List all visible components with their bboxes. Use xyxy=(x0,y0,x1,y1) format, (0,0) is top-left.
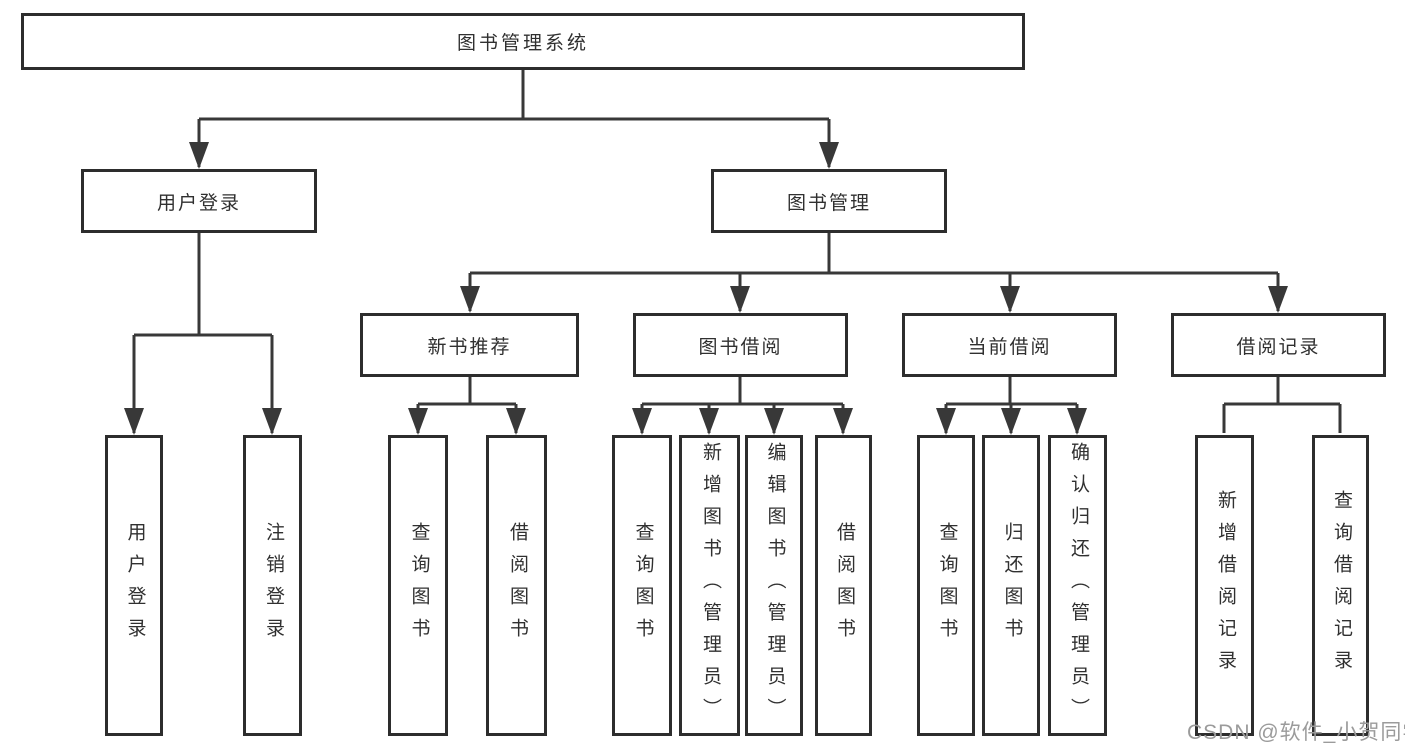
connector-user-login-to-leaves xyxy=(132,233,274,433)
leaf-recommend-query-books: 查询图书 xyxy=(388,435,448,736)
leaf-add-book-admin: 新增图书（管理员） xyxy=(679,435,740,736)
node-book-borrow-label: 图书借阅 xyxy=(698,336,783,358)
leaf-current-query-books: 查询图书 xyxy=(917,435,975,736)
leaf-recommend-borrow-books: 借阅图书 xyxy=(486,435,547,736)
node-new-book-recommend: 新书推荐 xyxy=(360,313,579,377)
leaf-edit-book-admin: 编辑图书（管理员） xyxy=(745,435,803,736)
leaf-add-borrow-record-label: 新增借阅记录 xyxy=(1214,489,1236,682)
leaf-query-borrow-record-label: 查询借阅记录 xyxy=(1330,489,1352,682)
leaf-current-query-books-label: 查询图书 xyxy=(936,521,958,650)
node-new-book-recommend-label: 新书推荐 xyxy=(427,336,512,358)
leaf-user-login: 用户登录 xyxy=(105,435,163,736)
node-book-borrow: 图书借阅 xyxy=(633,313,848,377)
leaf-borrow-query-books: 查询图书 xyxy=(612,435,672,736)
node-root: 图书管理系统 xyxy=(21,13,1025,70)
node-user-login: 用户登录 xyxy=(81,169,317,233)
leaf-borrow-books: 借阅图书 xyxy=(815,435,872,736)
connector-root-to-level2 xyxy=(197,70,831,167)
leaf-confirm-return-admin-label: 确认归还（管理员） xyxy=(1067,441,1089,730)
leaf-confirm-return-admin: 确认归还（管理员） xyxy=(1048,435,1107,736)
connector-borrow-to-leaves xyxy=(640,377,845,433)
leaf-edit-book-admin-label: 编辑图书（管理员） xyxy=(764,441,786,730)
node-root-label: 图书管理系统 xyxy=(456,33,589,54)
leaf-return-books-label: 归还图书 xyxy=(1001,521,1023,650)
arrowheads xyxy=(124,142,1288,435)
connector-book-mgmt-to-level3 xyxy=(468,233,1280,311)
csdn-watermark: CSDN @软件_小贺同学 xyxy=(1187,721,1405,744)
node-current-borrow: 当前借阅 xyxy=(902,313,1117,377)
node-user-login-label: 用户登录 xyxy=(156,192,241,214)
connector-recommend-to-leaves xyxy=(416,377,518,433)
leaf-logout: 注销登录 xyxy=(243,435,302,736)
leaf-logout-label: 注销登录 xyxy=(262,521,284,650)
connector-records-to-leaves xyxy=(1222,377,1342,433)
leaf-add-book-admin-label: 新增图书（管理员） xyxy=(699,441,721,730)
leaf-return-books: 归还图书 xyxy=(982,435,1040,736)
leaf-borrow-books-label: 借阅图书 xyxy=(833,521,855,650)
node-current-borrow-label: 当前借阅 xyxy=(967,336,1052,358)
leaf-query-borrow-record: 查询借阅记录 xyxy=(1312,435,1369,736)
leaf-add-borrow-record: 新增借阅记录 xyxy=(1195,435,1254,736)
leaf-recommend-borrow-books-label: 借阅图书 xyxy=(506,521,528,650)
node-borrow-records-label: 借阅记录 xyxy=(1236,336,1321,358)
leaf-borrow-query-books-label: 查询图书 xyxy=(632,521,654,650)
node-borrow-records: 借阅记录 xyxy=(1171,313,1386,377)
node-book-management: 图书管理 xyxy=(711,169,947,233)
leaf-user-login-label: 用户登录 xyxy=(124,521,146,650)
node-book-management-label: 图书管理 xyxy=(786,192,871,214)
leaf-recommend-query-books-label: 查询图书 xyxy=(408,521,430,650)
